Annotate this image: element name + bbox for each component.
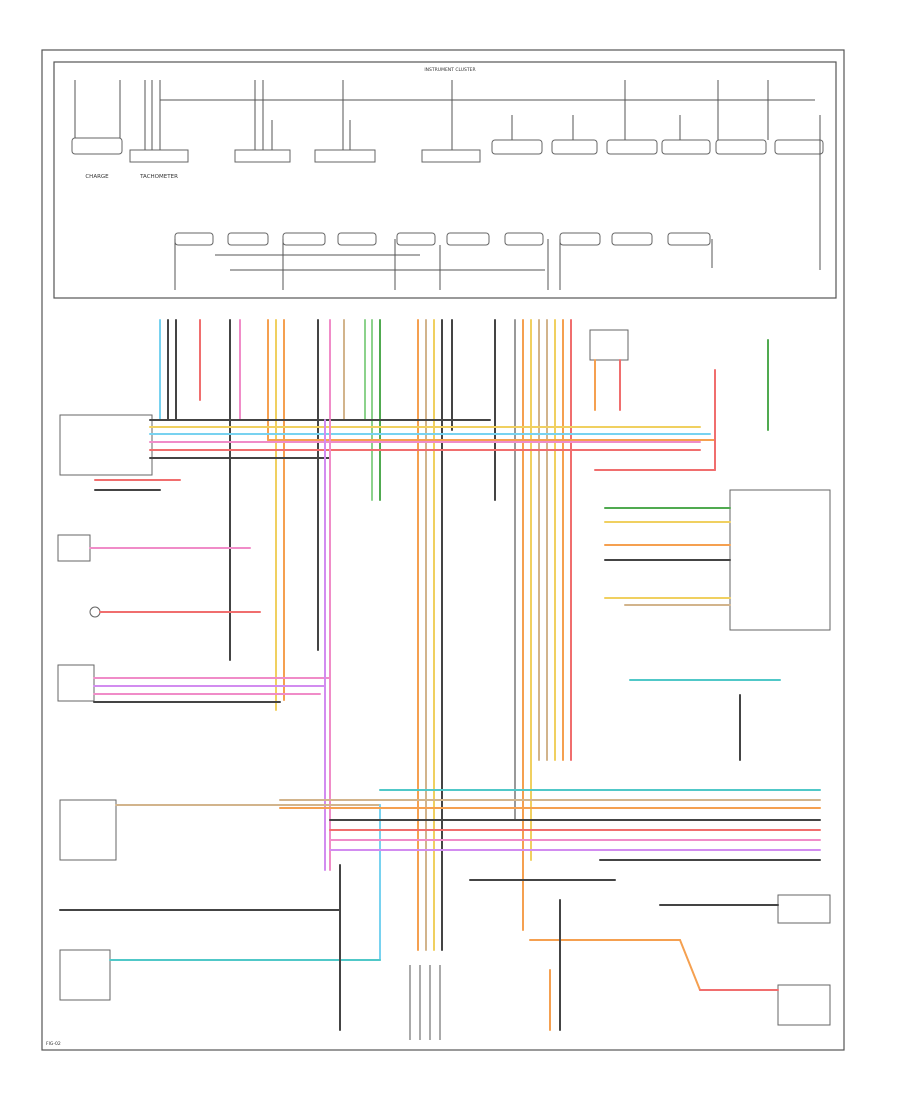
sensor-left-1 [57, 534, 251, 562]
gauge-tachometer-label: TACHOMETER [139, 174, 178, 180]
right-module [594, 369, 831, 631]
gauge-tachometer [129, 149, 189, 163]
sensor-left-3 [57, 664, 331, 703]
diagram-frame [41, 49, 845, 1051]
gauge-charge [71, 137, 123, 155]
gauge-3 [234, 149, 291, 163]
left-connector [59, 414, 711, 491]
harness-group-1 [159, 319, 285, 711]
bottom-connector [409, 879, 616, 1040]
lower-switch [59, 864, 381, 1031]
top-right-sensor [589, 329, 769, 431]
gauge-5 [421, 149, 481, 163]
lamp-5 [715, 139, 767, 155]
gauge-4 [314, 149, 376, 163]
lamp-row-wiring [174, 239, 713, 290]
harness-group-4 [494, 319, 572, 931]
gauge-row-top: CHARGE TACHOMETER [71, 137, 824, 180]
lower-right-modules [529, 894, 831, 1026]
right-bundle [279, 789, 821, 861]
right-switch [629, 679, 781, 761]
ignition-switch [59, 799, 381, 961]
harness-group-2 [317, 319, 381, 651]
gauge-drop-lines [74, 80, 821, 270]
lamp-3 [606, 139, 658, 155]
instrument-cluster-label: INSTRUMENT CLUSTER [424, 67, 475, 73]
harness-group-3 [417, 319, 453, 951]
lamp-6 [774, 139, 824, 155]
lamp-1 [491, 139, 543, 155]
lamp-4 [661, 139, 711, 155]
lamp-2 [551, 139, 598, 155]
sensor-left-2 [89, 606, 261, 618]
lamp-row-middle [174, 232, 711, 246]
diagram-footer: FIG-02 [46, 1041, 61, 1047]
instrument-cluster-box [53, 61, 837, 299]
gauge-charge-label: CHARGE [85, 174, 109, 180]
